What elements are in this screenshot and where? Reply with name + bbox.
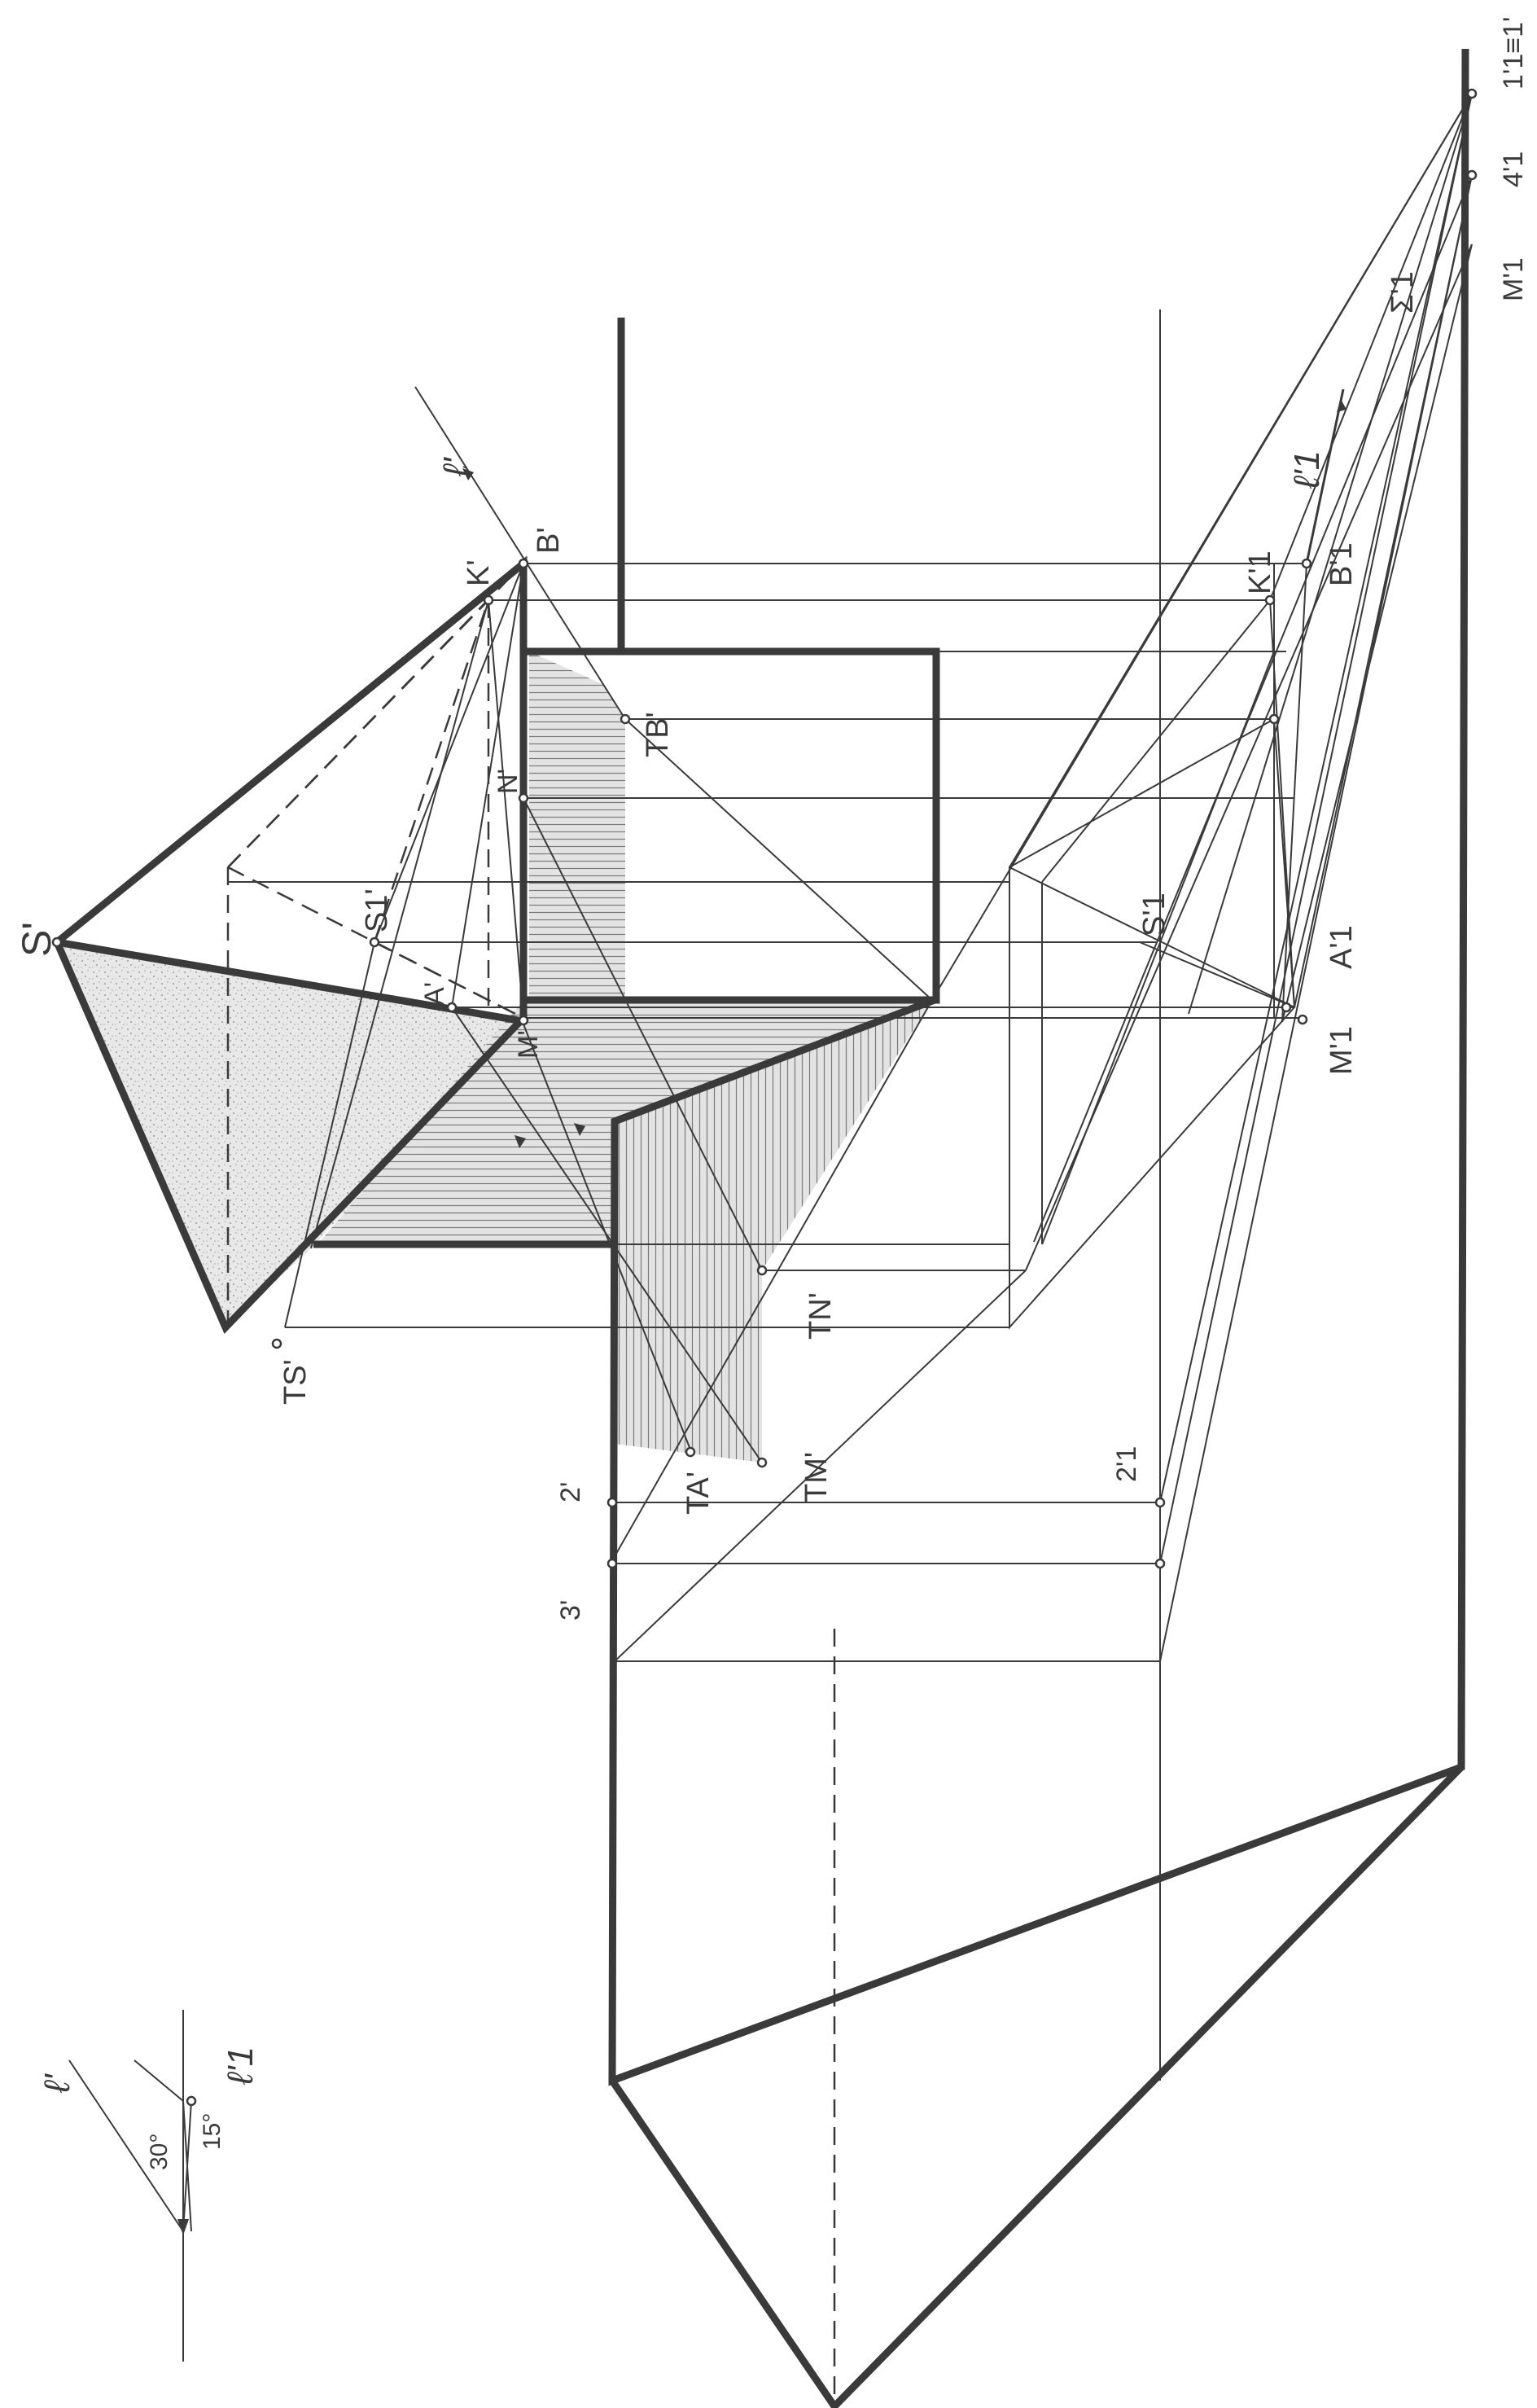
dashed-hidden-lines (226, 563, 836, 2406)
label-B1: B'1 (1325, 542, 1359, 586)
pyramid-shade-face (57, 942, 519, 1327)
legend-label-l: ℓ' (37, 2073, 77, 2094)
label-B: B' (532, 527, 566, 554)
label-1-1-eq-1: 1'1≡1' (1498, 16, 1529, 90)
arrows (177, 399, 1347, 2235)
label-l1: ℓ'1 (1287, 450, 1327, 489)
label-K1: K'1 (1243, 550, 1277, 594)
label-M1-top: M'1 (1498, 257, 1529, 301)
label-TM: TM' (799, 1452, 834, 1502)
label-TN: TN' (804, 1292, 838, 1340)
label-4-1: 4'1 (1498, 151, 1529, 187)
label-A: A' (419, 982, 450, 1006)
label-M1: M'1 (1325, 1026, 1359, 1075)
label-TB: TB' (641, 712, 675, 757)
label-TS: TS' (278, 1359, 313, 1405)
shadow-lower-vertical (615, 1000, 932, 1463)
label-TA: TA' (681, 1472, 716, 1515)
label-A1: A'1 (1325, 925, 1359, 969)
label-K: K' (462, 559, 496, 586)
label-2-1: 2'1 (1111, 1446, 1142, 1482)
label-M: M' (513, 1030, 544, 1059)
label-S1: S1' (360, 888, 394, 932)
points (51, 88, 1478, 2107)
label-l: ℓ' (436, 457, 476, 477)
labels: S' K' B' ℓ' TB' N' S1' A' M' TS' TN' TM'… (14, 16, 1529, 2170)
legend-label-l1: ℓ'1 (221, 2046, 261, 2086)
shadow-lower-horizontal (317, 1000, 932, 1244)
label-S: S' (14, 922, 59, 957)
legend-angle-15: 15° (199, 2113, 226, 2150)
label-Sigma1: Σ'1 (1386, 271, 1420, 314)
label-N: N' (493, 769, 523, 794)
label-S1-right: S'1 (1137, 893, 1171, 936)
legend-angle-30: 30° (146, 2134, 173, 2170)
label-2: 2' (555, 1482, 586, 1502)
label-3: 3' (555, 1600, 586, 1621)
shadow-on-box-face (529, 651, 625, 998)
